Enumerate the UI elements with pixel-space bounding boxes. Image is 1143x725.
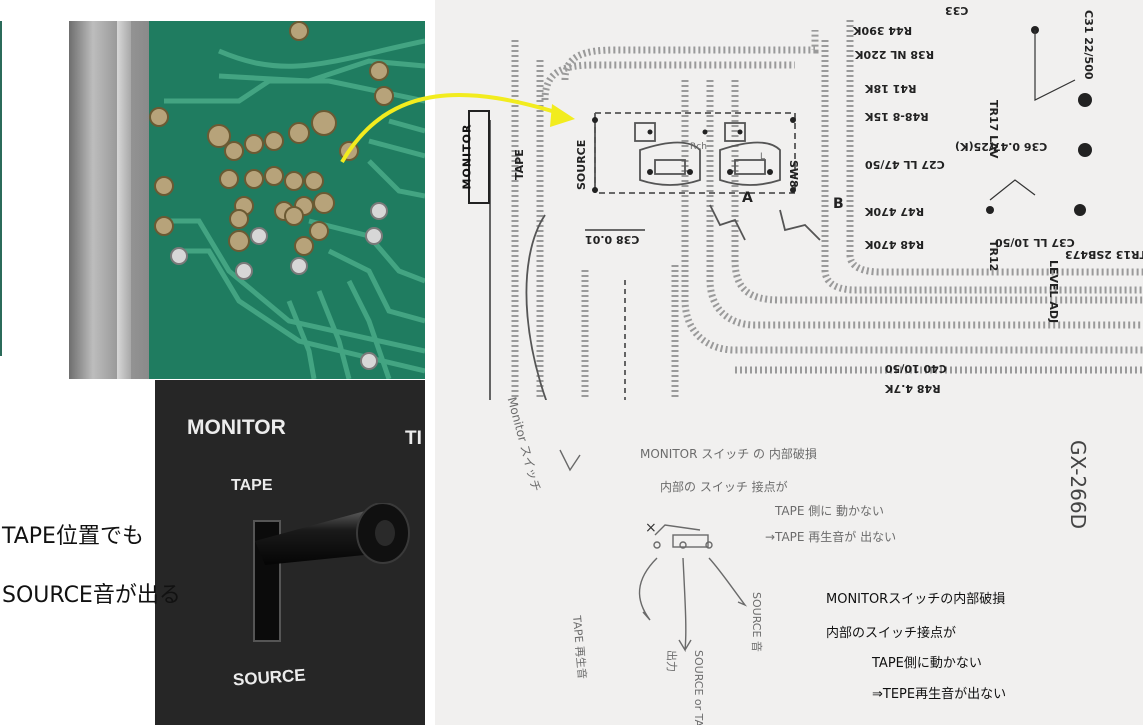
- part-12: TR17 LAV: [987, 100, 1000, 159]
- schematic-rch-label: Rch: [690, 142, 707, 152]
- hw-source-out: SOURCE 音: [750, 592, 763, 652]
- knob-ti-label: TI: [405, 428, 422, 449]
- part-15: C33: [945, 4, 969, 17]
- note-line-3: TAPE側に動かない: [872, 656, 982, 671]
- note-line-4: ⇒TEPE再生音が出ない: [872, 687, 1007, 702]
- part-9: C40 10/50: [885, 362, 947, 375]
- note-line-2: 内部のスイッチ接点が: [826, 626, 957, 641]
- hw-out: 出力: [665, 650, 678, 672]
- schematic-sheet: MONITOR TAPE SOURCE SW8 Rch L C38 0.01 A…: [435, 0, 1143, 725]
- schematic-c38-label: C38 0.01: [585, 233, 640, 246]
- left-edge-strip: [0, 21, 2, 356]
- part-11: LEVEL ADJ: [1047, 260, 1060, 324]
- pcb-photo: [69, 21, 425, 379]
- monitor-switch-photo: MONITOR TI TAPE SOURCE: [155, 380, 425, 725]
- part-16: C31 22/500: [1082, 10, 1095, 80]
- part-13: TR12: [987, 240, 1000, 272]
- schematic-monitor-text: MONITOR: [460, 123, 474, 190]
- hw-line4: →TAPE 再生音が 出ない: [765, 530, 897, 544]
- schematic-point-b: B: [833, 196, 844, 212]
- part-7: R48 470K: [865, 238, 925, 251]
- switch-lever: [255, 503, 410, 565]
- knob-tape-label: TAPE: [231, 477, 273, 494]
- handwritten-diagram: [559, 449, 748, 653]
- hw-source-or-tape: SOURCE or TAPE: [692, 650, 705, 725]
- part-14: TR13 2SB473: [1065, 248, 1143, 261]
- schematic-l-label: L: [760, 152, 766, 162]
- part-5: C36 0.47/25(K): [955, 140, 1048, 153]
- part-1: R38 NL 220K: [855, 48, 935, 61]
- schematic-drawing: [489, 20, 1143, 400]
- part-0: R44 390K: [853, 24, 913, 37]
- metal-chassis: [69, 21, 149, 379]
- pcb-traces: [149, 21, 425, 379]
- part-10: R48 4.7K: [885, 382, 941, 395]
- hw-x-mark: ×: [645, 520, 657, 536]
- note-line-1: MONITORスイッチの内部破損: [826, 592, 1006, 607]
- hw-line3: TAPE 側に 動かない: [775, 504, 885, 518]
- schematic-source-label: SOURCE: [575, 139, 588, 190]
- schematic-monitor-label: MONITOR: [460, 110, 490, 204]
- schematic-sw8-label: SW8: [787, 160, 800, 188]
- knob-monitor-label: MONITOR: [187, 416, 286, 439]
- knob-source-label: SOURCE: [232, 665, 307, 690]
- hw-line2: 内部の スイッチ 接点が: [660, 480, 788, 494]
- schematic-tape-label: TAPE: [513, 149, 526, 180]
- part-4: C27 LL 47/50: [865, 158, 945, 171]
- part-3: R48-8 15K: [865, 110, 929, 123]
- part-8: C37 LL 10/50: [995, 236, 1075, 249]
- caption-line-2: SOURCE音が出る: [2, 583, 181, 608]
- schematic-point-a: A: [742, 190, 753, 206]
- part-6: R47 470K: [865, 205, 925, 218]
- part-2: R41 18K: [865, 82, 917, 95]
- hw-line1: MONITOR スイッチ の 内部破損: [640, 447, 817, 461]
- caption-line-1: TAPE位置でも: [2, 524, 144, 549]
